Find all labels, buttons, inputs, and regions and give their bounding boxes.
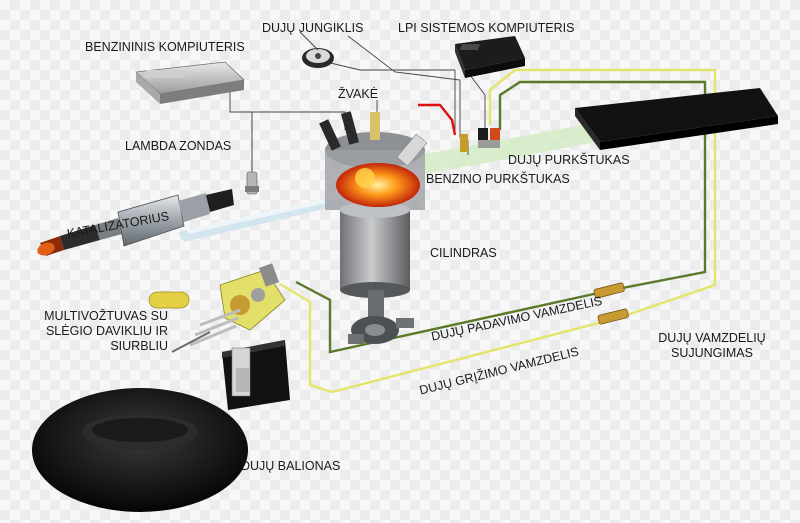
lpg-toroidal-tank [32,388,248,512]
label-cilindras: CILINDRAS [430,246,497,260]
label-multivoztuvas: MULTIVOŽTUVAS SU SLĖGIO DAVIKLIU IR SIUR… [28,309,168,354]
label-sujungimas-line1: DUJŲ VAMZDELIŲ [658,331,766,345]
pipe-connectors [593,282,629,325]
label-zvake: ŽVAKĖ [338,87,379,101]
label-benzininis-kompiuteris: BENZININIS KOMPIUTERIS [85,40,245,54]
catalytic-converter [37,189,234,256]
label-duju-purkstukas: DUJŲ PURKŠTUKAS [508,153,630,167]
lpi-ecu [455,36,525,78]
engine-cylinder [319,111,428,344]
intake-rail [420,120,618,174]
label-benzino-purkstukas: BENZINO PURKŠTUKAS [426,172,570,186]
multivalve [148,263,286,353]
label-duju-jungiklis: DUJŲ JUNGIKLIS [262,21,364,35]
label-multivoztuvas-line1: MULTIVOŽTUVAS SU [44,309,168,323]
label-multivoztuvas-line3: SIURBLIU [110,339,168,353]
gas-fuel-filter-box [575,88,778,150]
label-sujungimas-line2: SUJUNGIMAS [671,346,753,360]
petrol-ecu [135,61,245,104]
label-duju-vamzdeliu-sujungimas: DUJŲ VAMZDELIŲ SUJUNGIMAS [652,331,772,361]
injectors [418,103,500,152]
exhaust-pipe [178,195,346,242]
gas-lines [279,68,717,394]
control-wires [229,35,486,172]
gas-switch [299,31,334,68]
label-multivoztuvas-line2: SLĖGIO DAVIKLIU IR [45,324,168,338]
label-duju-balionas: DUJŲ BALIONAS [241,459,341,473]
label-lambda-zondas: LAMBDA ZONDAS [125,139,232,153]
label-lpi-kompiuteris: LPI SISTEMOS KOMPIUTERIS [398,21,575,35]
fuel-pump-tank [222,340,290,410]
